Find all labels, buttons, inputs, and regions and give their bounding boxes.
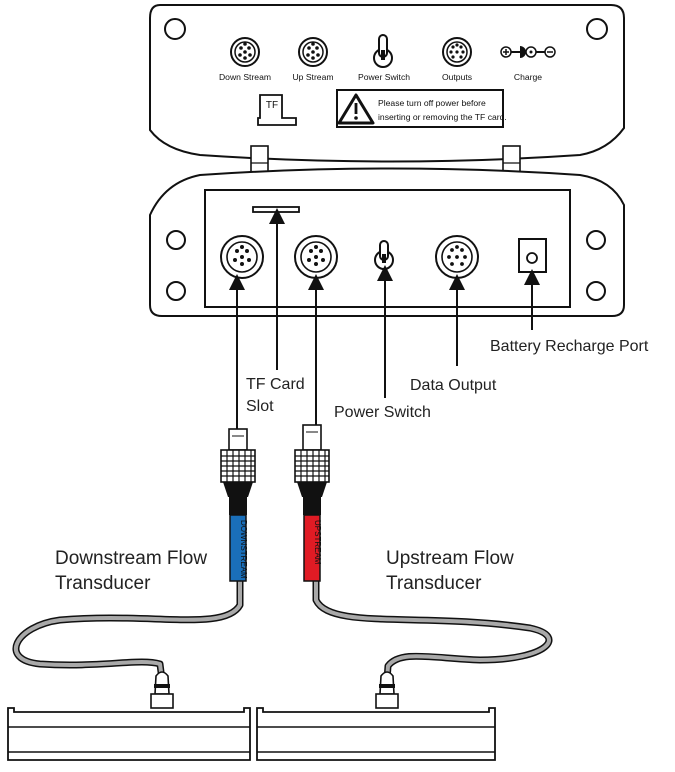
callout-battery-port: Battery Recharge Port (490, 338, 649, 355)
lid-toggle-switch-icon (373, 34, 393, 68)
lid-port-label-power-switch: Power Switch (358, 72, 410, 82)
warning-box: Please turn off power before inserting o… (336, 89, 507, 128)
battery-recharge-port (518, 238, 547, 273)
callout-arrows (229, 208, 540, 432)
downstream-socket (220, 235, 264, 279)
lid-port-label-charge: Charge (514, 72, 542, 82)
upstream-sleeve (303, 514, 321, 582)
downstream-transducer-label-line2: Transducer (55, 573, 151, 594)
upstream-plug: UPSTREAM (294, 424, 330, 582)
lid-dc-polarity-icon (500, 46, 556, 58)
device-lid: Down Stream Up Stream Power Switch Outpu… (149, 4, 625, 163)
power-switch (374, 240, 394, 270)
base-hole-left-upper (166, 230, 186, 250)
warning-icon (337, 93, 375, 125)
upstream-transducer (256, 707, 496, 761)
lid-port-label-downstream: Down Stream (219, 72, 271, 82)
downstream-transducer-label-line1: Downstream Flow (55, 548, 207, 569)
upstream-transducer-connector (375, 671, 399, 709)
lid-port-label-outputs: Outputs (442, 72, 472, 82)
upstream-socket (294, 235, 338, 279)
callout-power-switch: Power Switch (334, 404, 431, 421)
lid-screw-hole-left (164, 18, 186, 40)
data-output-socket (435, 235, 479, 279)
downstream-transducer-connector (150, 671, 174, 709)
lid-downstream-connector-icon (230, 37, 260, 67)
lid-screw-hole-right (586, 18, 608, 40)
base-hole-left-lower (166, 281, 186, 301)
warning-text-line1: Please turn off power before (378, 98, 486, 108)
device-base (149, 167, 625, 317)
downstream-sleeve-tag: DOWNSTREAM (239, 520, 248, 579)
upstream-transducer-label-line2: Transducer (386, 573, 482, 594)
downstream-transducer (7, 707, 251, 761)
downstream-plug: DOWNSTREAM (220, 428, 256, 582)
base-hole-right-upper (586, 230, 606, 250)
lid-port-label-upstream: Up Stream (292, 72, 333, 82)
callout-data-output: Data Output (410, 377, 497, 394)
tf-card-icon-label: TF (266, 100, 278, 111)
upstream-sleeve-tag: UPSTREAM (313, 520, 322, 565)
callout-tf-card-line2: Slot (246, 398, 274, 415)
upstream-cable (312, 576, 553, 684)
downstream-cable (12, 576, 244, 684)
lid-outputs-connector-icon (442, 37, 472, 67)
downstream-sleeve (229, 514, 247, 582)
warning-text-line2: inserting or removing the TF card. (378, 112, 507, 122)
callout-tf-card-line1: TF Card (246, 376, 305, 393)
base-hole-right-lower (586, 281, 606, 301)
tf-card-icon: TF (257, 94, 297, 126)
upstream-transducer-label-line1: Upstream Flow (386, 548, 514, 569)
lid-upstream-connector-icon (298, 37, 328, 67)
tf-card-slot (252, 206, 300, 213)
